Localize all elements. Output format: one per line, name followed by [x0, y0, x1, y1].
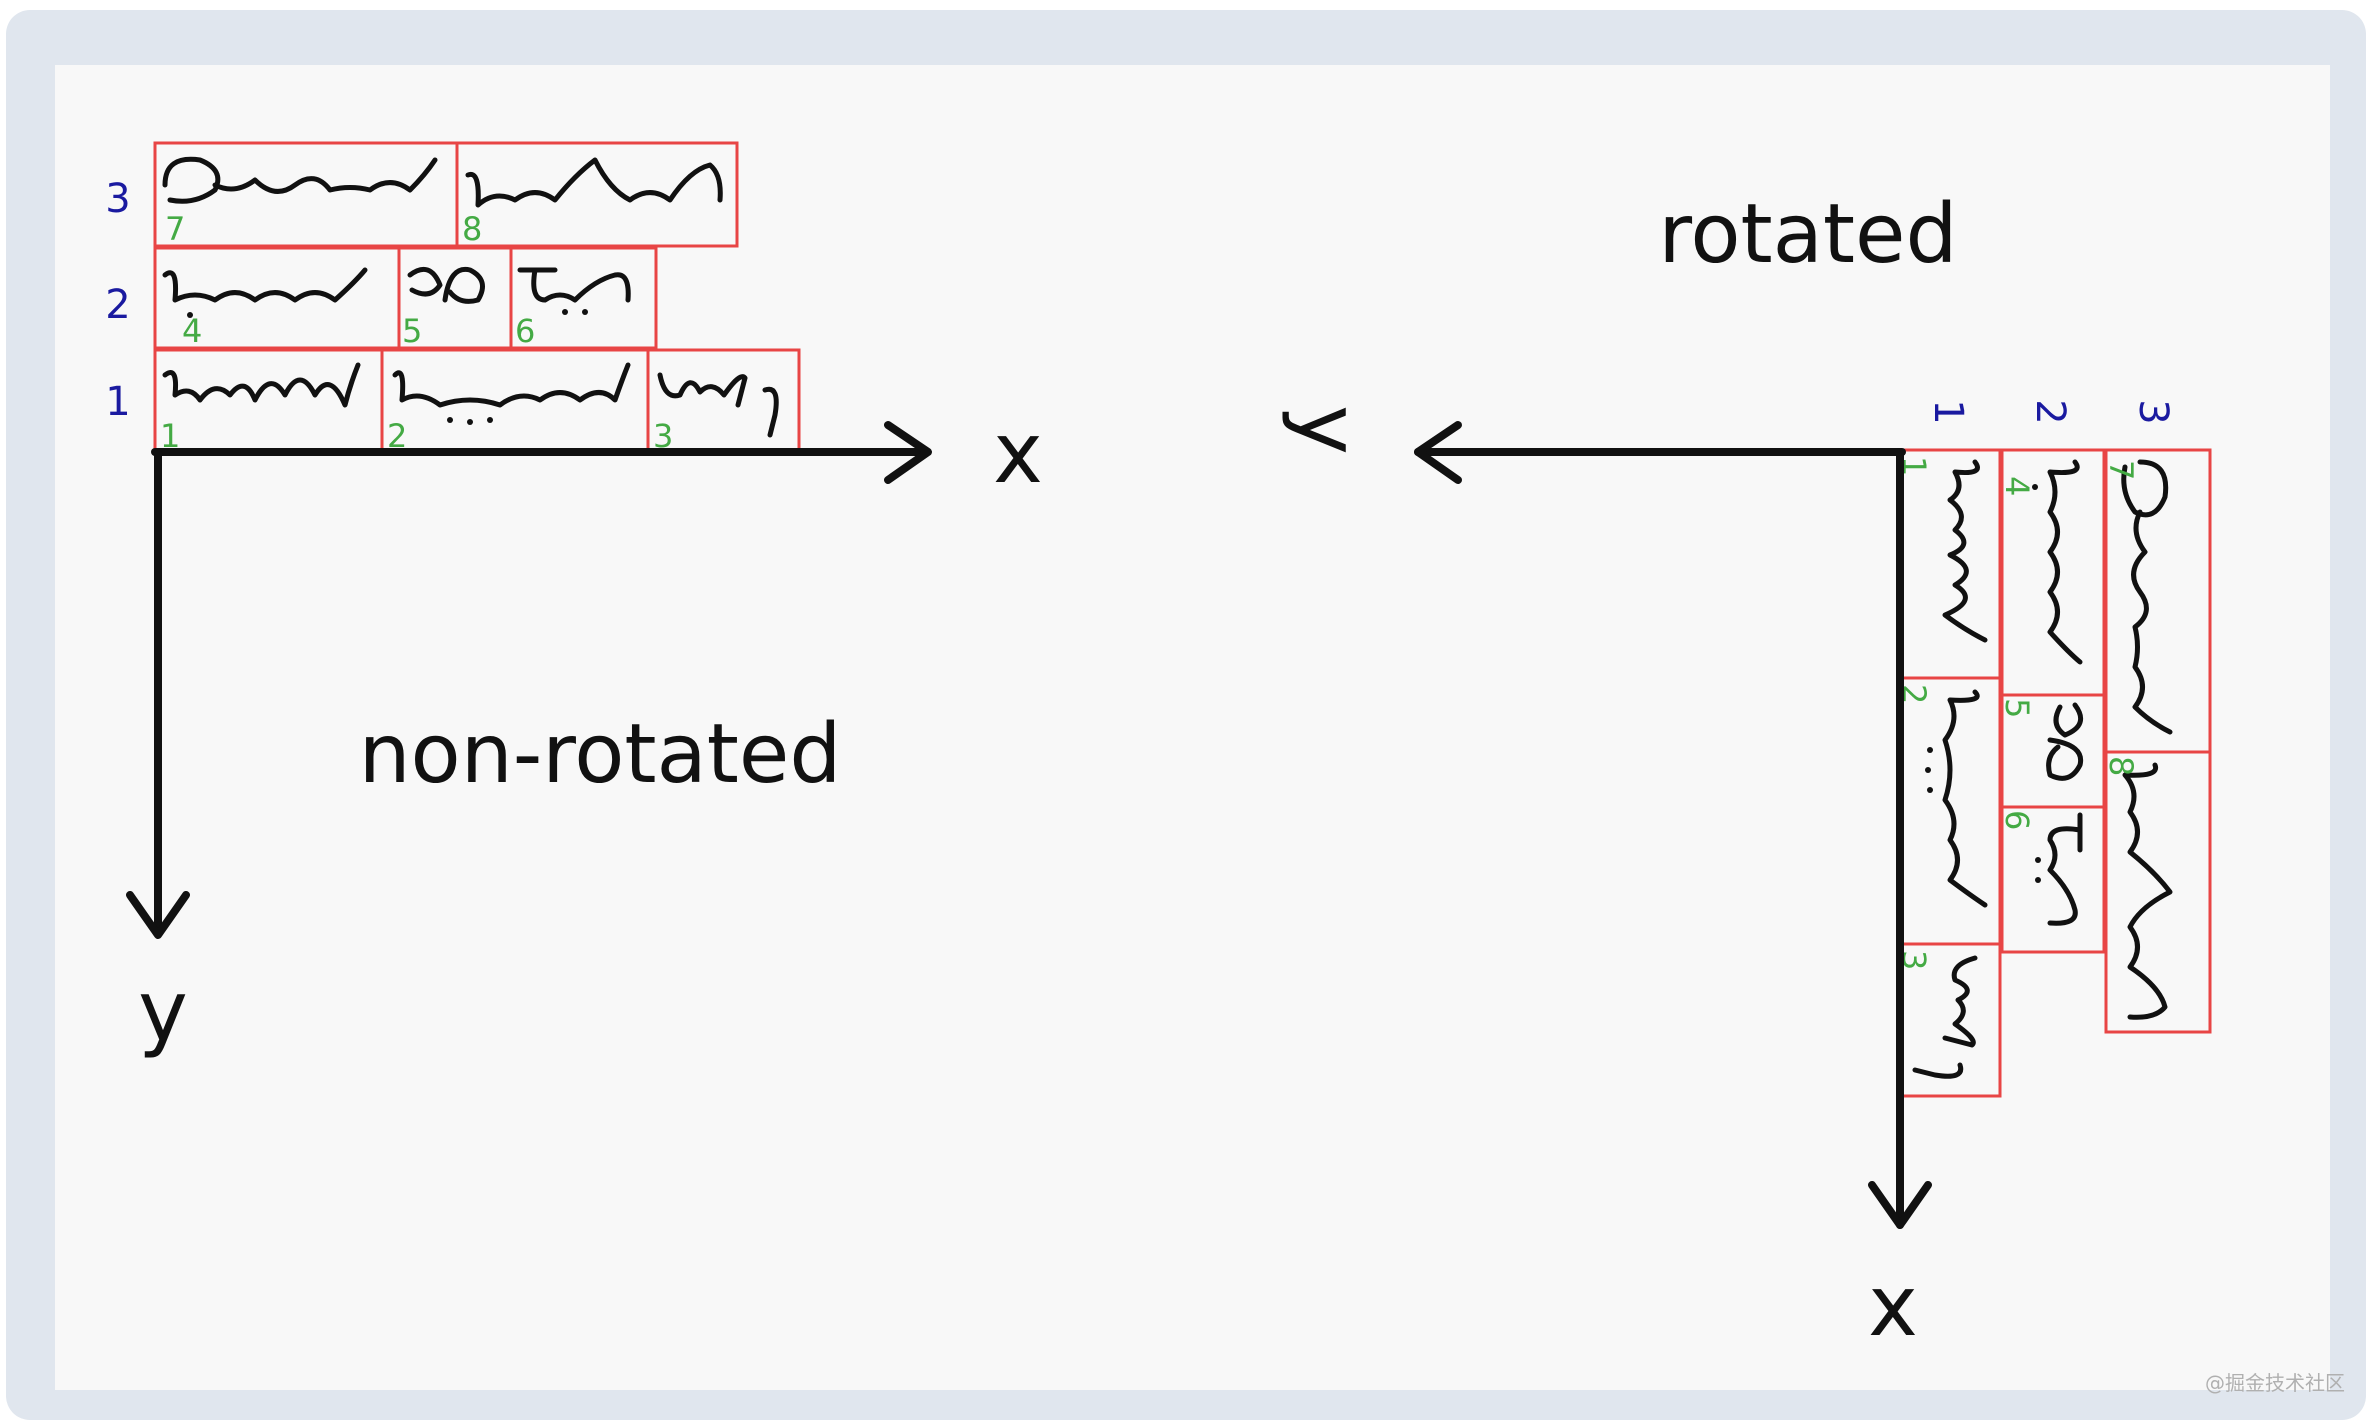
rot-word-glyphs-col-2 [2032, 459, 2084, 926]
rot-word-number-2: 2 [1895, 684, 1933, 704]
rot-line-label-3: 3 [2130, 399, 2176, 424]
rot-word-number-6: 6 [1998, 810, 2036, 830]
word-glyphs-line-2 [162, 266, 631, 318]
word-number-8: 8 [462, 210, 482, 248]
word-number-3: 3 [653, 417, 673, 455]
x-axis-arrowhead [884, 421, 932, 484]
rot-line-label-2: 2 [2027, 399, 2073, 424]
rot-word-number-8: 8 [2102, 756, 2140, 776]
rot-word-number-7: 7 [2102, 460, 2140, 480]
word-number-2: 2 [387, 417, 407, 455]
word-number-1: 1 [160, 417, 180, 455]
non-rotated-diagram: 1 2 3 1 2 3 4 5 6 7 8 x y non-rotated [105, 141, 1043, 1060]
line-label-3: 3 [105, 176, 130, 222]
rot-x-axis-label: x [1868, 1257, 1918, 1355]
rot-word-glyphs-col-1 [1912, 459, 1988, 1079]
rot-word-box-7 [2104, 448, 2212, 754]
watermark: @掘金技术社区 [2205, 1371, 2345, 1395]
rot-word-box-1 [1898, 448, 2002, 680]
rot-word-number-3: 3 [1895, 950, 1933, 970]
line-label-1: 1 [105, 379, 130, 425]
word-glyphs-line-1 [162, 362, 779, 438]
x-axis-label: x [993, 404, 1043, 502]
word-glyphs-line-3 [162, 156, 723, 208]
word-number-7: 7 [165, 210, 185, 248]
y-axis-label: y [138, 962, 188, 1060]
word-number-4: 4 [182, 312, 202, 350]
word-box-2 [380, 348, 650, 452]
line-label-2: 2 [105, 282, 130, 328]
rot-word-box-6 [2000, 805, 2106, 954]
word-number-5: 5 [402, 312, 422, 350]
rot-word-box-8 [2104, 750, 2212, 1034]
y-axis-arrowhead [126, 891, 190, 939]
rot-x-axis-arrowhead [1868, 1181, 1932, 1229]
rot-y-axis-arrowhead [1414, 421, 1462, 484]
rot-word-number-4: 4 [1998, 476, 2036, 496]
word-box-8 [455, 141, 739, 248]
rot-line-label-1: 1 [1925, 399, 1971, 424]
rot-word-number-5: 5 [1998, 698, 2036, 718]
word-number-6: 6 [515, 312, 535, 350]
rot-y-axis-label: y [1280, 405, 1378, 455]
rot-word-number-1: 1 [1895, 456, 1933, 476]
word-box-6 [509, 246, 658, 350]
caption-non-rotated: non-rotated [359, 707, 842, 802]
rotated-diagram: 1 2 3 1 2 3 4 5 6 7 8 y x rotated [1280, 187, 2212, 1355]
caption-rotated: rotated [1658, 187, 1957, 282]
rot-word-glyphs-col-3 [2121, 459, 2173, 1020]
